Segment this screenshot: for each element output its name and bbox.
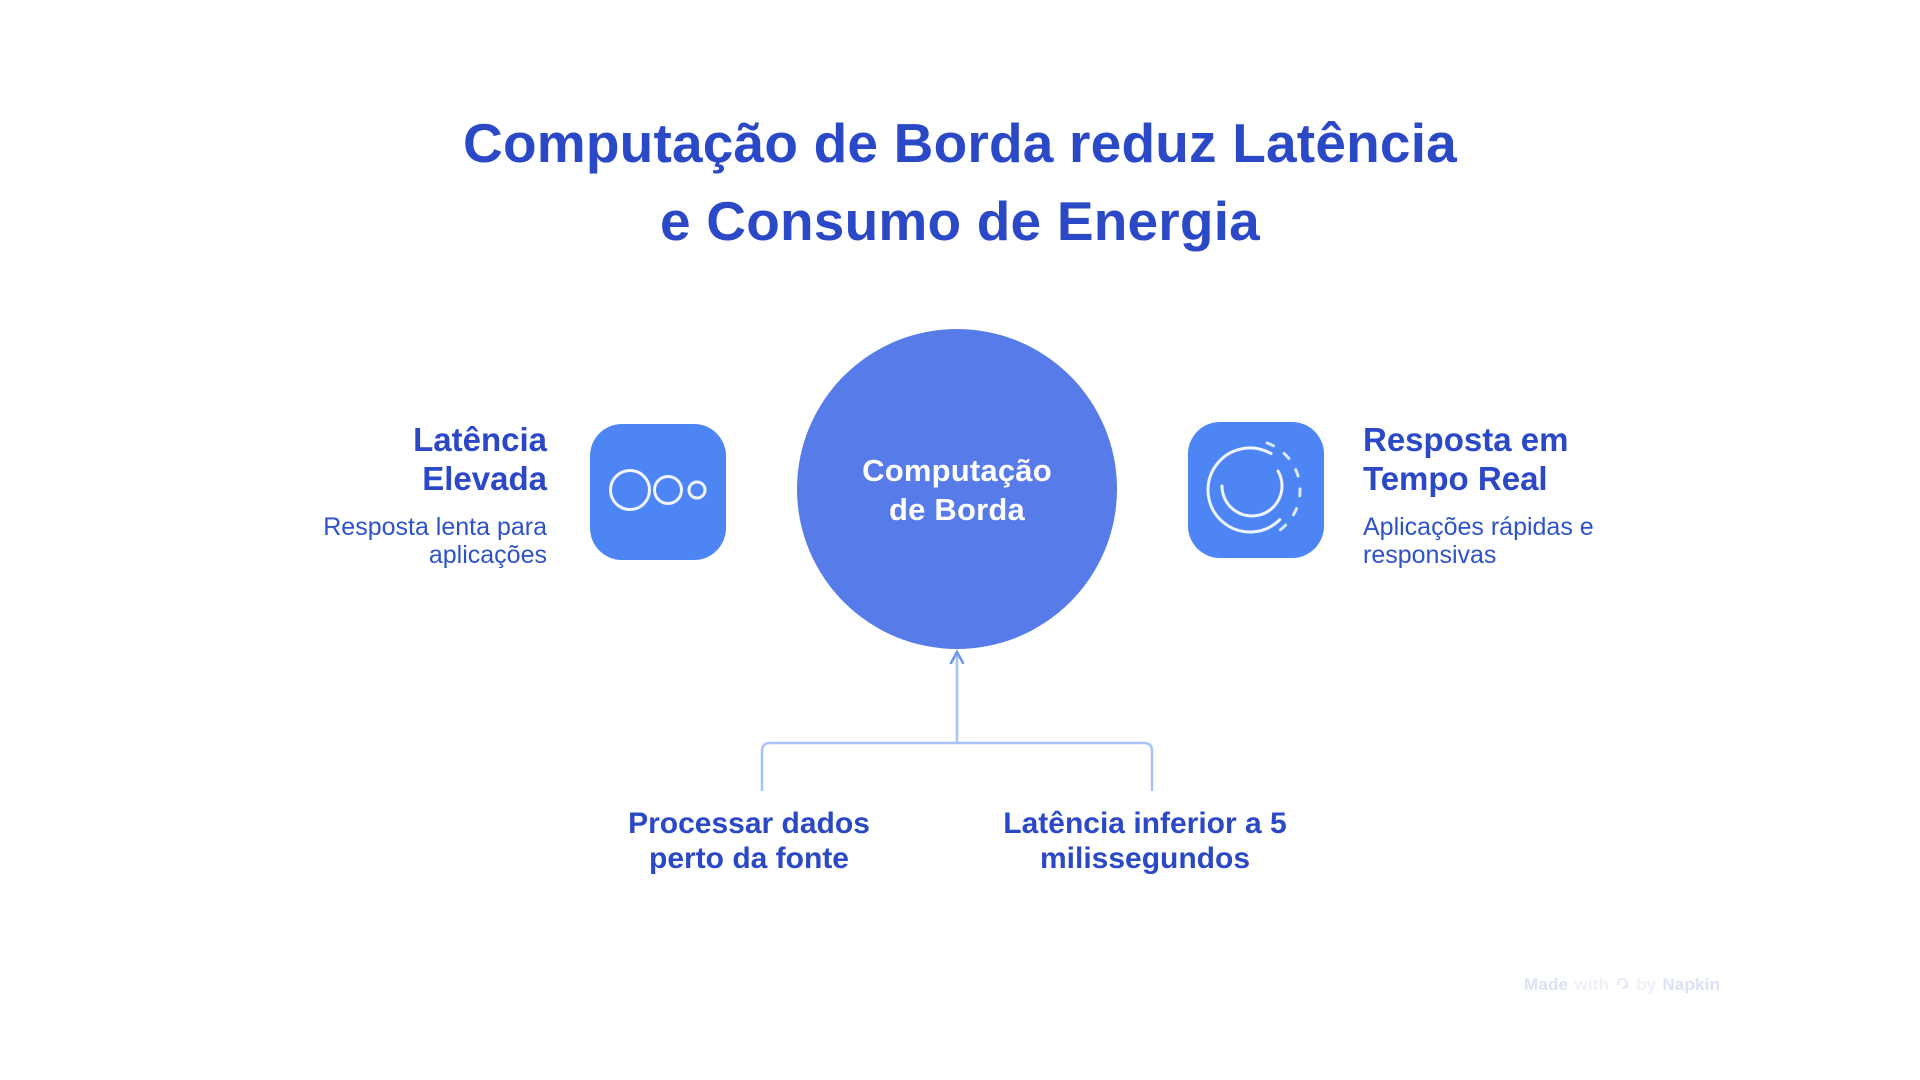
watermark-by: by: [1636, 975, 1657, 994]
watermark: Made with by Napkin: [1524, 975, 1720, 995]
napkin-logo-icon: [1615, 975, 1630, 995]
realtime-loop-icon: [1188, 422, 1324, 558]
right-item-heading: Resposta em Tempo Real: [1363, 421, 1569, 497]
realtime-loop-icon-graphic: [1206, 441, 1302, 534]
right-item-description: Aplicações rápidas e responsivas: [1363, 513, 1594, 570]
left-item-heading: Latência Elevada: [413, 421, 547, 497]
title-line-1: Computação de Borda reduz Latência: [463, 112, 1457, 174]
three-dots-shrinking-icon: [590, 424, 726, 560]
three-dots-shrinking-icon-graphic: [609, 469, 707, 511]
outcome-label-2: Latência inferior a 5 milissegundos: [1003, 807, 1287, 875]
center-node-label: Computação de Borda: [862, 452, 1052, 527]
right-item: Resposta em Tempo Real Aplicações rápida…: [1363, 421, 1643, 569]
left-item-description: Resposta lenta para aplicações: [323, 513, 547, 570]
watermark-made: Made: [1524, 975, 1569, 994]
diagram-title: Computação de Borda reduz Latência e Con…: [0, 104, 1920, 260]
watermark-brand: Napkin: [1662, 975, 1721, 994]
arrow-up-icon: [949, 649, 965, 665]
left-item: Latência Elevada Resposta lenta para apl…: [287, 421, 547, 569]
outcome-label-1: Processar dados perto da fonte: [628, 807, 870, 875]
title-line-2: e Consumo de Energia: [660, 190, 1260, 253]
center-node: Computação de Borda: [797, 329, 1117, 649]
watermark-with: with: [1574, 975, 1610, 994]
